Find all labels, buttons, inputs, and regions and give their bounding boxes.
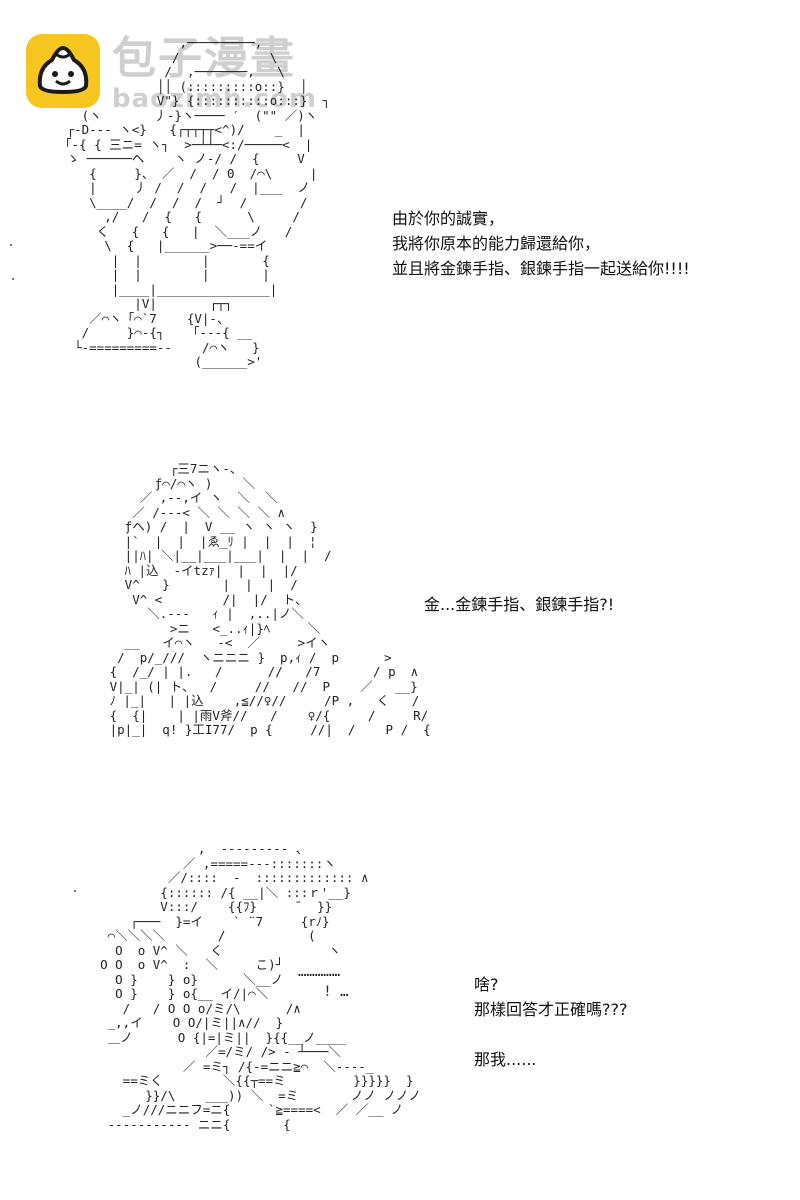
- stray-dot: [10, 244, 12, 246]
- panel-1-ascii-art: ,─────────, / \ / ,───────, \ ││ (::::::…: [59, 35, 330, 369]
- stray-dot: [74, 890, 76, 892]
- panel-2-ascii-art: ┌三7ニヽ‐、 ƒ⌒/⌒ヽ ) ＼ ／ ,‐‐,イ ヽ ＼ ＼ ／ /‐‐‐< …: [109, 461, 431, 737]
- panel-2-dialog: 金...金鍊手指、銀鍊手指?!: [424, 595, 615, 614]
- bun-mascot-icon: [37, 45, 89, 95]
- stray-dot: [12, 278, 14, 280]
- panel-3-dialog: 啥? 那樣回答才正確嗎??? 那我......: [474, 975, 628, 1069]
- baozimh-logo: [26, 34, 100, 108]
- panel-1-dialog: 由於你的誠實， 我將你原本的能力歸還給你， 並且將金鍊手指、銀鍊手指一起送給你!…: [392, 209, 690, 278]
- watermark: 包子漫畫 baozimh.com: [112, 33, 317, 115]
- panel-3-ascii-art: , ‐‐‐‐‐‐‐‐‐ 、 ／ ,=====‐‐‐:::::::ヽ ／/::::…: [100, 841, 421, 1132]
- panel-3-ellipsis: …………… ! …: [298, 964, 349, 1000]
- watermark-title: 包子漫畫: [112, 33, 296, 84]
- watermark-url: baozimh.com: [112, 84, 317, 114]
